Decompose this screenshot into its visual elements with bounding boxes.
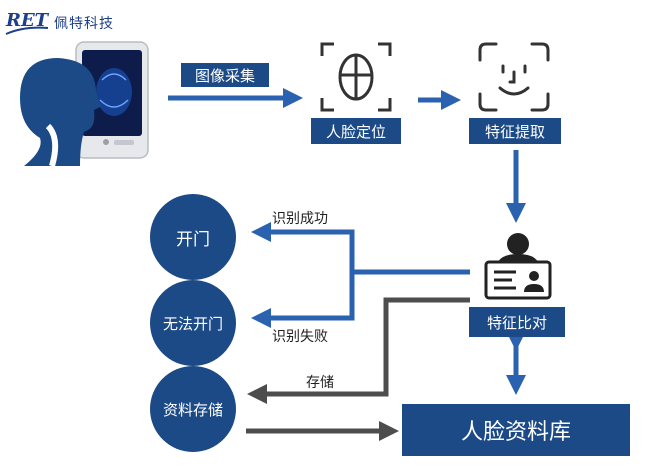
company-name: 佩特科技: [54, 16, 114, 32]
id-card-icon: [484, 233, 552, 300]
person-scan-icon: [20, 41, 149, 167]
result-store-data: 资料存储: [150, 366, 236, 452]
arrow-store: [246, 297, 470, 404]
result-cannot-open: 无法开门: [150, 280, 236, 366]
edge-label-success: 识别成功: [272, 211, 328, 227]
result-open-door: 开门: [150, 194, 236, 280]
arrow-fail: [250, 272, 355, 328]
face-outline-icon: [320, 42, 392, 112]
arrow-success: [250, 222, 470, 275]
face-smile-icon: [478, 42, 550, 112]
step-locate-label: 人脸定位: [311, 118, 401, 144]
step-capture-label: 图像采集: [181, 63, 269, 87]
logo-mark-text: RET: [5, 10, 50, 31]
edge-label-store: 存储: [306, 375, 334, 391]
step-compare-label: 特征比对: [469, 307, 565, 337]
edge-label-fail: 识别失败: [272, 329, 328, 345]
step-extract-label: 特征提取: [469, 118, 561, 144]
step-database-label: 人脸资料库: [402, 404, 630, 456]
company-logo: RET: [5, 10, 50, 35]
